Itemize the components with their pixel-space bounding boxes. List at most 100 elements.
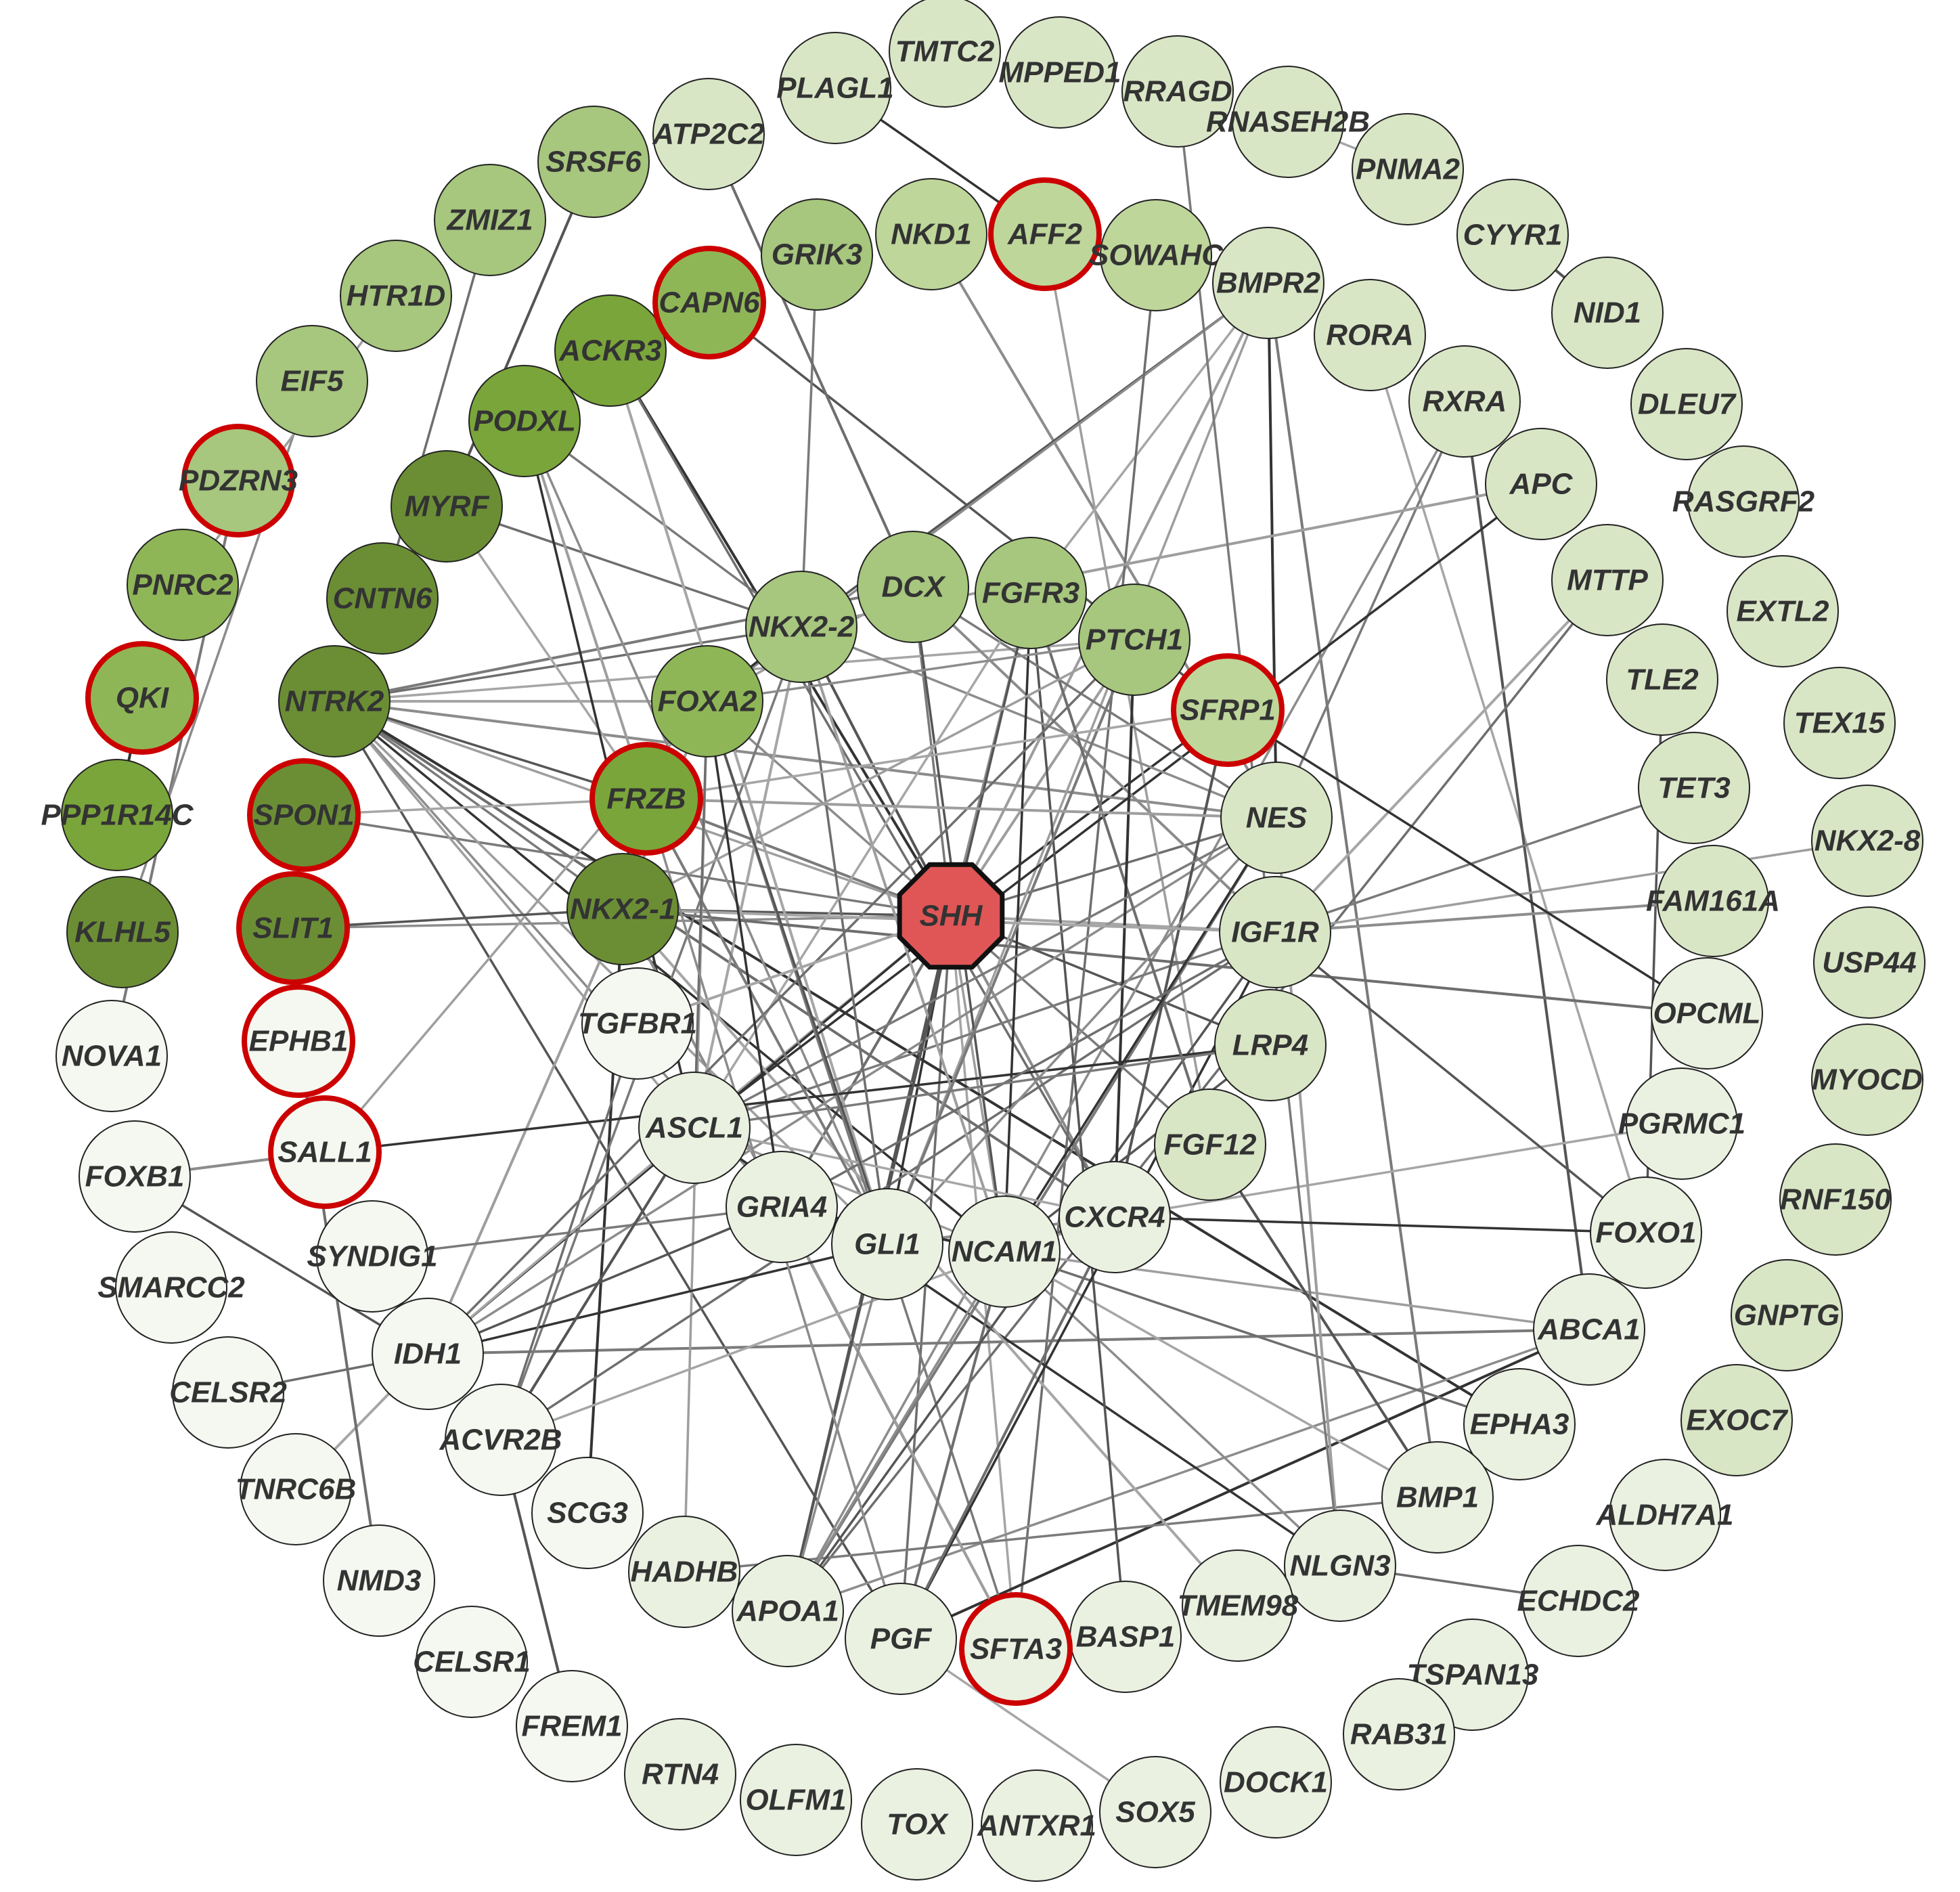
gene-node-rnf150[interactable]: RNF150 <box>1779 1143 1892 1256</box>
gene-node-capn6[interactable]: CAPN6 <box>652 246 766 359</box>
gene-node-spon1[interactable]: SPON1 <box>247 758 361 872</box>
gene-node-qki[interactable]: QKI <box>85 641 199 755</box>
gene-node-fgf12[interactable]: FGF12 <box>1154 1088 1266 1201</box>
gene-node-nes[interactable]: NES <box>1220 762 1333 874</box>
gene-node-exoc7[interactable]: EXOC7 <box>1680 1364 1793 1476</box>
gene-node-nova1[interactable]: NOVA1 <box>55 1000 168 1112</box>
gene-node-plagl1[interactable]: PLAGL1 <box>776 32 894 144</box>
gene-node-lrp4[interactable]: LRP4 <box>1214 989 1327 1101</box>
gene-node-olfm1[interactable]: OLFM1 <box>740 1744 852 1856</box>
gene-node-tmtc2[interactable]: TMTC2 <box>889 0 1001 108</box>
gene-node-foxb1[interactable]: FOXB1 <box>79 1120 191 1233</box>
gene-node-celsr1[interactable]: CELSR1 <box>413 1606 531 1718</box>
gene-node-tnrc6b[interactable]: TNRC6B <box>236 1433 356 1545</box>
gene-node-echdc2[interactable]: ECHDC2 <box>1517 1545 1640 1657</box>
gene-node-igf1r[interactable]: IGF1R <box>1219 876 1331 988</box>
gene-node-cxcr4[interactable]: CXCR4 <box>1059 1161 1171 1273</box>
gene-node-rxra[interactable]: RXRA <box>1408 345 1521 458</box>
gene-node-nmd3[interactable]: NMD3 <box>323 1524 435 1637</box>
gene-node-mpped1[interactable]: MPPED1 <box>999 16 1121 129</box>
gene-node-sfta3[interactable]: SFTA3 <box>959 1592 1073 1706</box>
gene-node-gli1[interactable]: GLI1 <box>831 1188 943 1300</box>
gene-node-rora[interactable]: RORA <box>1314 279 1426 391</box>
gene-node-usp44[interactable]: USP44 <box>1813 906 1925 1019</box>
gene-node-epha3[interactable]: EPHA3 <box>1463 1368 1576 1480</box>
gene-node-tex15[interactable]: TEX15 <box>1783 667 1896 779</box>
gene-node-ascl1[interactable]: ASCL1 <box>638 1072 751 1184</box>
gene-node-htr1d[interactable]: HTR1D <box>340 240 452 352</box>
gene-node-nkx2-8[interactable]: NKX2-8 <box>1811 785 1923 897</box>
gene-node-rnaseh2b[interactable]: RNASEH2B <box>1206 66 1370 178</box>
gene-node-nkx2-2[interactable]: NKX2-2 <box>745 571 858 683</box>
gene-node-aff2[interactable]: AFF2 <box>988 177 1102 291</box>
gene-node-aldh7a1[interactable]: ALDH7A1 <box>1596 1459 1734 1571</box>
gene-node-klhl5[interactable]: KLHL5 <box>66 876 179 988</box>
gene-node-cntn6[interactable]: CNTN6 <box>326 542 439 655</box>
gene-node-dcx[interactable]: DCX <box>857 531 969 643</box>
gene-node-basp1[interactable]: BASP1 <box>1069 1581 1182 1693</box>
gene-node-podxl[interactable]: PODXL <box>468 365 581 477</box>
gene-node-dock1[interactable]: DOCK1 <box>1220 1726 1332 1839</box>
gene-node-rragd[interactable]: RRAGD <box>1121 35 1234 148</box>
gene-node-shh[interactable]: SHH <box>897 862 1005 970</box>
gene-node-apoa1[interactable]: APOA1 <box>732 1555 844 1667</box>
gene-node-acvr2b[interactable]: ACVR2B <box>439 1384 562 1496</box>
gene-node-hadhb[interactable]: HADHB <box>628 1516 740 1628</box>
gene-node-bmp1[interactable]: BMP1 <box>1381 1441 1494 1554</box>
gene-node-tle2[interactable]: TLE2 <box>1606 623 1718 736</box>
gene-node-tmem98[interactable]: TMEM98 <box>1178 1549 1299 1662</box>
gene-node-frzb[interactable]: FRZB <box>589 742 703 856</box>
gene-node-celsr2[interactable]: CELSR2 <box>169 1336 287 1449</box>
gene-node-sowahc[interactable]: SOWAHC <box>1089 199 1224 311</box>
gene-node-tox[interactable]: TOX <box>861 1768 973 1880</box>
gene-node-sall1[interactable]: SALL1 <box>268 1095 382 1209</box>
gene-node-grik3[interactable]: GRIK3 <box>761 198 873 311</box>
gene-node-nkd1[interactable]: NKD1 <box>875 178 987 290</box>
gene-node-pgrmc1[interactable]: PGRMC1 <box>1618 1068 1745 1180</box>
gene-node-smarcc2[interactable]: SMARCC2 <box>97 1231 245 1344</box>
gene-node-antxr1[interactable]: ANTXR1 <box>977 1769 1096 1882</box>
gene-node-foxo1[interactable]: FOXO1 <box>1590 1176 1702 1289</box>
gene-node-fgfr3[interactable]: FGFR3 <box>975 537 1087 649</box>
gene-node-mttp[interactable]: MTTP <box>1551 524 1664 636</box>
gene-node-ntrk2[interactable]: NTRK2 <box>278 645 391 757</box>
gene-node-scg3[interactable]: SCG3 <box>531 1457 644 1569</box>
gene-node-bmpr2[interactable]: BMPR2 <box>1212 227 1324 339</box>
gene-node-srsf6[interactable]: SRSF6 <box>537 106 650 218</box>
gene-node-apc[interactable]: APC <box>1485 428 1597 540</box>
gene-node-nid1[interactable]: NID1 <box>1551 257 1664 369</box>
gene-node-sox5[interactable]: SOX5 <box>1099 1756 1211 1868</box>
gene-node-ephb1[interactable]: EPHB1 <box>242 984 355 1098</box>
gene-node-rtn4[interactable]: RTN4 <box>624 1718 736 1830</box>
gene-node-cyyr1[interactable]: CYYR1 <box>1456 179 1569 291</box>
gene-node-abca1[interactable]: ABCA1 <box>1533 1273 1645 1386</box>
gene-node-rasgrf2[interactable]: RASGRF2 <box>1672 445 1815 558</box>
gene-node-dleu7[interactable]: DLEU7 <box>1630 348 1743 460</box>
gene-node-idh1[interactable]: IDH1 <box>372 1298 484 1410</box>
gene-node-syndig1[interactable]: SYNDIG1 <box>307 1200 438 1313</box>
gene-node-ackr3[interactable]: ACKR3 <box>554 294 667 407</box>
gene-node-nlgn3[interactable]: NLGN3 <box>1284 1510 1396 1622</box>
gene-node-rab31[interactable]: RAB31 <box>1343 1678 1455 1790</box>
gene-node-pnma2[interactable]: PNMA2 <box>1352 113 1464 225</box>
gene-node-sfrp1[interactable]: SFRP1 <box>1171 653 1285 767</box>
gene-node-gnptg[interactable]: GNPTG <box>1731 1259 1843 1371</box>
gene-node-opcml[interactable]: OPCML <box>1651 957 1763 1070</box>
gene-node-pnrc2[interactable]: PNRC2 <box>127 529 239 641</box>
gene-node-zmiz1[interactable]: ZMIZ1 <box>434 164 546 276</box>
gene-node-myocd[interactable]: MYOCD <box>1811 1024 1923 1136</box>
gene-node-extl2[interactable]: EXTL2 <box>1727 555 1839 667</box>
gene-node-ncam1[interactable]: NCAM1 <box>948 1195 1061 1308</box>
gene-node-frem1[interactable]: FREM1 <box>516 1670 628 1782</box>
gene-node-gria4[interactable]: GRIA4 <box>726 1151 838 1263</box>
gene-node-pgf[interactable]: PGF <box>845 1583 957 1695</box>
gene-node-fam161a[interactable]: FAM161A <box>1646 845 1780 957</box>
gene-node-atp2c2[interactable]: ATP2C2 <box>652 78 765 190</box>
gene-node-ptch1[interactable]: PTCH1 <box>1078 584 1190 696</box>
gene-node-slit1[interactable]: SLIT1 <box>236 871 350 985</box>
gene-node-myrf[interactable]: MYRF <box>391 450 503 563</box>
gene-node-ppp1r14c[interactable]: PPP1R14C <box>41 759 194 871</box>
gene-node-foxa2[interactable]: FOXA2 <box>651 645 763 757</box>
gene-node-tgfbr1[interactable]: TGFBR1 <box>578 967 697 1080</box>
gene-node-eif5[interactable]: EIF5 <box>256 325 368 437</box>
